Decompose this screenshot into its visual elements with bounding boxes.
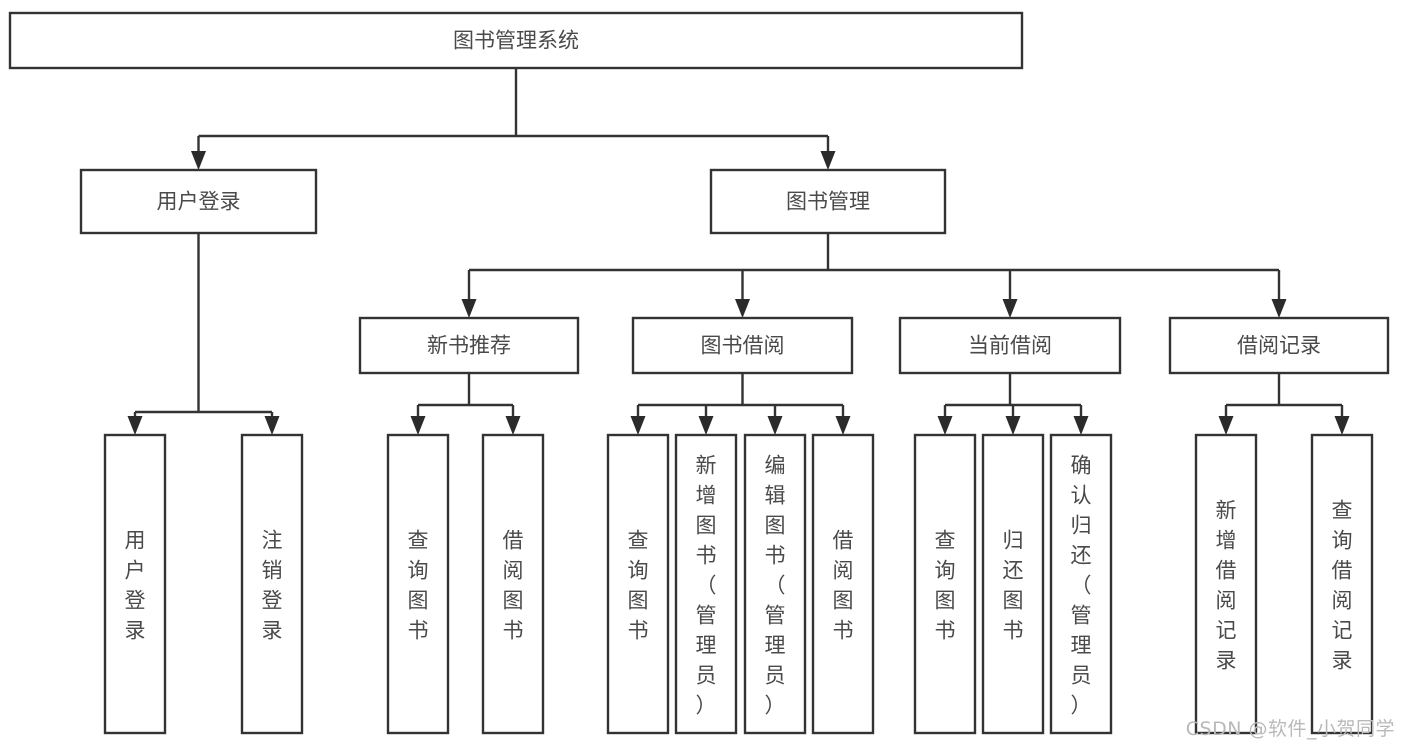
node-borrow-record[interactable]: 借阅记录 [1168,316,1390,375]
node-label-leaf-borrow-book-2: 借阅图书 [833,528,854,642]
node-label-root: 图书管理系统 [453,29,579,53]
node-box-root [8,11,1024,70]
node-leaf-query-record[interactable]: 查询借阅记录 [1310,433,1374,735]
node-current-borrow[interactable]: 当前借阅 [898,316,1122,375]
node-user-login[interactable]: 用户登录 [79,168,318,235]
arrow-head-icon-leaf-query-record [1334,416,1350,435]
node-box-leaf-user-logout [240,433,304,735]
node-box-new-book-rec [358,316,580,375]
arrow-head-icon-leaf-query-book-2 [630,416,646,435]
node-box-leaf-query-book-2 [606,433,670,735]
node-leaf-return-book[interactable]: 归还图书 [981,433,1045,735]
node-leaf-edit-book[interactable]: 编辑图书（管理员） [743,433,807,735]
node-book-manage[interactable]: 图书管理 [709,168,947,235]
node-label-leaf-query-book-3: 查询图书 [935,528,956,642]
node-box-borrow-record [1168,316,1390,375]
arrow-head-icon-leaf-add-record [1218,416,1234,435]
arrow-head-icon-leaf-return-book [1005,416,1021,435]
node-box-book-borrow [631,316,854,375]
node-box-leaf-confirm-return [1049,433,1113,735]
node-label-leaf-confirm-return: 确认归还（管理员） [1071,453,1092,717]
node-label-leaf-return-book: 归还图书 [1003,528,1024,642]
node-label-user-login: 用户登录 [157,190,241,214]
arrow-head-icon-leaf-borrow-book-1 [505,416,521,435]
node-label-leaf-borrow-book-1: 借阅图书 [503,528,524,642]
arrow-head-icon-leaf-borrow-book-2 [835,416,851,435]
node-new-book-rec[interactable]: 新书推荐 [358,316,580,375]
node-layer: 图书管理系统用户登录图书管理新书推荐图书借阅当前借阅借阅记录用户登录注销登录查询… [8,11,1390,735]
node-label-current-borrow: 当前借阅 [968,334,1052,358]
node-box-leaf-borrow-book-1 [481,433,545,735]
node-label-borrow-record: 借阅记录 [1237,334,1321,358]
node-leaf-borrow-book-2[interactable]: 借阅图书 [811,433,875,735]
arrow-head-icon-leaf-query-book-3 [937,416,953,435]
node-box-user-login [79,168,318,235]
arrow-head-icon-leaf-edit-book [767,416,783,435]
arrow-head-icon-borrow-record [1271,299,1287,318]
connector-layer [127,68,1350,435]
node-box-leaf-return-book [981,433,1045,735]
node-label-leaf-user-logout: 注销登录 [262,528,283,642]
node-box-leaf-query-record [1310,433,1374,735]
arrow-head-icon-leaf-user-login [127,416,143,435]
node-label-leaf-edit-book: 编辑图书（管理员） [765,453,786,717]
node-box-leaf-add-book [674,433,738,735]
node-book-borrow[interactable]: 图书借阅 [631,316,854,375]
node-label-book-manage: 图书管理 [786,190,870,214]
arrow-head-icon-leaf-user-logout [264,416,280,435]
node-leaf-query-book-2[interactable]: 查询图书 [606,433,670,735]
node-label-book-borrow: 图书借阅 [701,334,785,358]
node-label-leaf-query-book-2: 查询图书 [628,528,649,642]
arrow-head-icon-leaf-add-book [698,416,714,435]
node-label-leaf-query-record: 查询借阅记录 [1332,498,1353,672]
node-leaf-query-book-1[interactable]: 查询图书 [386,433,450,735]
node-root[interactable]: 图书管理系统 [8,11,1024,70]
node-label-leaf-add-record: 新增借阅记录 [1216,498,1237,672]
node-leaf-add-record[interactable]: 新增借阅记录 [1194,433,1258,735]
node-leaf-borrow-book-1[interactable]: 借阅图书 [481,433,545,735]
node-box-leaf-borrow-book-2 [811,433,875,735]
node-box-leaf-query-book-3 [913,433,977,735]
node-box-leaf-query-book-1 [386,433,450,735]
arrow-head-icon-current-borrow [1002,299,1018,318]
arrow-head-icon-user-login [191,151,206,170]
node-leaf-confirm-return[interactable]: 确认归还（管理员） [1049,433,1113,735]
arrow-head-icon-leaf-confirm-return [1073,416,1089,435]
node-leaf-user-logout[interactable]: 注销登录 [240,433,304,735]
arrow-head-icon-leaf-query-book-1 [410,416,426,435]
node-label-leaf-add-book: 新增图书（管理员） [696,453,717,717]
arrow-head-icon-new-book-rec [461,299,477,318]
node-leaf-user-login[interactable]: 用户登录 [103,433,167,735]
node-label-leaf-user-login: 用户登录 [125,528,146,642]
node-leaf-add-book[interactable]: 新增图书（管理员） [674,433,738,735]
node-leaf-query-book-3[interactable]: 查询图书 [913,433,977,735]
watermark-text: CSDN @软件_小贺同学 [1185,718,1395,740]
node-label-new-book-rec: 新书推荐 [427,334,511,358]
node-box-leaf-add-record [1194,433,1258,735]
node-box-book-manage [709,168,947,235]
node-box-current-borrow [898,316,1122,375]
arrow-head-icon-book-borrow [735,299,750,318]
node-box-leaf-edit-book [743,433,807,735]
node-box-leaf-user-login [103,433,167,735]
arrow-head-icon-book-manage [820,151,836,170]
node-label-leaf-query-book-1: 查询图书 [408,528,429,642]
